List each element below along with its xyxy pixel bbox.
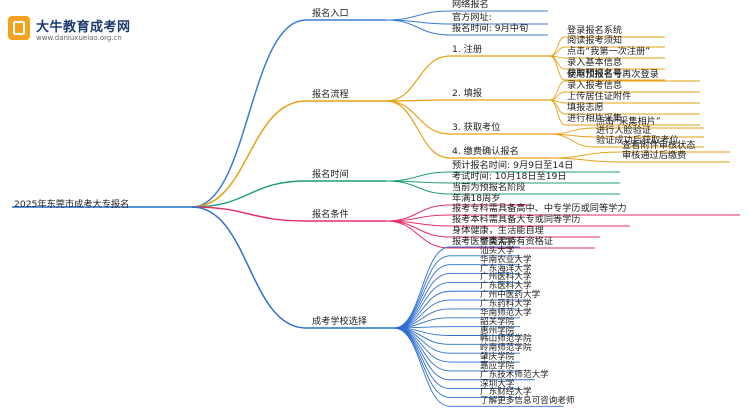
branch-time: 报名时间 (312, 169, 349, 180)
school-leaf: 了解更多信息可咨询老师 (480, 396, 575, 407)
school-leaf: 肇庆学院 (480, 352, 515, 363)
edge-process-step (385, 100, 451, 135)
process-leaf: 查看附件审核状态 (622, 140, 696, 151)
time-leaf: 当前为预报名阶段 (452, 182, 526, 193)
school-leaf: 惠州学院 (480, 325, 515, 336)
logo-title: 大牛教育成考网 (36, 20, 131, 35)
process-leaf: 录入基本信息 (567, 57, 623, 68)
process-leaf: 进行相片采集 (567, 113, 623, 124)
edge-process-step (385, 55, 451, 102)
edge-schools-leaf (393, 327, 451, 398)
edge-step-leaf (549, 127, 595, 135)
edge-step-leaf (549, 151, 621, 159)
school-leaf: 广东医科大学 (480, 281, 532, 292)
edge-schools-leaf (393, 327, 451, 372)
root-node: 2025年东莞市成考大专报名 (14, 199, 130, 210)
edge-schools-leaf (393, 246, 451, 329)
edge-step-leaf (549, 80, 566, 101)
process-leaf: 验证成功后获取考位 (596, 135, 679, 146)
edge-conditions-leaf (385, 204, 451, 222)
edge-step-leaf (549, 99, 566, 126)
branch-entry: 报名入口 (312, 8, 349, 19)
school-leaf: 华南师范大学 (480, 307, 532, 318)
edge-time-leaf (385, 171, 451, 182)
edge-process-step (385, 99, 451, 102)
entry-leaf: 官方网址: (452, 12, 492, 23)
branch-schools: 成考学校选择 (312, 316, 368, 327)
conditions-leaf: 报考专科需具备高中、中专学历或同等学力 (452, 203, 627, 214)
edge-schools-leaf (393, 299, 451, 329)
process-step: 1. 注册 (452, 44, 483, 55)
school-leaf: 广东药科大学 (480, 298, 532, 309)
school-leaf: 华南农业大学 (480, 254, 532, 265)
edge-root-process (191, 100, 307, 208)
time-leaf: 考试时间: 10月18日至19日 (452, 171, 567, 182)
time-leaf: 预计报名时间: 9月9日至14日 (452, 160, 574, 171)
school-leaf: 广州中医药大学 (480, 290, 541, 301)
edge-schools-leaf (393, 327, 451, 363)
edge-entry-leaf (385, 19, 451, 36)
edge-root-schools (191, 206, 307, 329)
process-step: 4. 缴费确认报名 (452, 146, 519, 157)
edge-root-conditions (191, 206, 307, 222)
edge-step-leaf (549, 157, 621, 163)
entry-leaf: 报名时间: 9月中旬 (452, 23, 529, 34)
school-leaf: 暨南大学 (480, 237, 515, 247)
conditions-leaf: 身体健康，生活能自理 (452, 225, 544, 236)
edge-schools-leaf (393, 327, 451, 407)
school-leaf: 韶关学院 (480, 316, 515, 327)
process-leaf: 点击“采集相片” (596, 116, 661, 127)
process-leaf: 阅读报考须知 (567, 35, 623, 46)
school-leaf: 广东技术师范大学 (480, 369, 549, 380)
school-leaf: 广东财经大学 (480, 387, 532, 398)
school-leaf: 韩山师范学院 (480, 334, 532, 345)
edge-schools-leaf (393, 281, 451, 329)
edge-schools-leaf (393, 255, 451, 329)
process-leaf: 使用预报名号再次登录 (567, 69, 659, 80)
entry-leaf: 网络报名 (452, 0, 489, 10)
process-leaf: 进行人脸验证 (596, 125, 652, 136)
site-logo[interactable]: 大牛教育成考网 www.daniuxueiao.org.cn (8, 10, 168, 50)
edge-step-leaf (549, 55, 566, 81)
book-icon (8, 16, 30, 40)
edge-time-leaf (385, 180, 451, 195)
conditions-leaf: 报考本科需具备大专或同等学历 (452, 214, 581, 225)
process-leaf: 录入报考信息 (567, 80, 623, 91)
edge-schools-leaf (393, 327, 451, 390)
process-leaf: 点击“我第一次注册” (567, 46, 651, 57)
process-leaf: 填报志愿 (567, 102, 604, 113)
edge-step-leaf (549, 133, 595, 148)
school-leaf: 深圳大学 (480, 378, 515, 389)
process-leaf: 上传居住证附件 (567, 91, 632, 102)
edge-entry-leaf (385, 10, 451, 21)
logo-url: www.daniuxueiao.org.cn (36, 34, 122, 42)
branch-conditions: 报名条件 (312, 209, 349, 220)
process-step: 2. 填报 (452, 88, 483, 99)
conditions-leaf: 年满18周岁 (452, 193, 501, 204)
school-leaf: 岭南师范学院 (480, 343, 532, 354)
process-leaf: 获取预报名号 (567, 68, 623, 79)
branch-process: 报名流程 (312, 89, 349, 100)
process-step: 3. 获取考位 (452, 122, 501, 133)
school-leaf: 嘉应学院 (480, 360, 515, 371)
school-leaf: 广东海洋大学 (480, 263, 532, 274)
school-leaf: 广州医科大学 (480, 272, 532, 283)
edge-process-step (385, 100, 451, 159)
school-leaf: 汕头大学 (480, 245, 515, 256)
edge-step-leaf (549, 36, 566, 57)
conditions-leaf: 报考医学类需持有资格证 (452, 236, 554, 247)
process-leaf: 审核通过后缴费 (622, 150, 687, 161)
edge-conditions-leaf (385, 220, 451, 249)
process-leaf: 登录报名系统 (567, 25, 623, 36)
edge-root-time (191, 180, 307, 208)
edge-root-entry (191, 19, 307, 208)
